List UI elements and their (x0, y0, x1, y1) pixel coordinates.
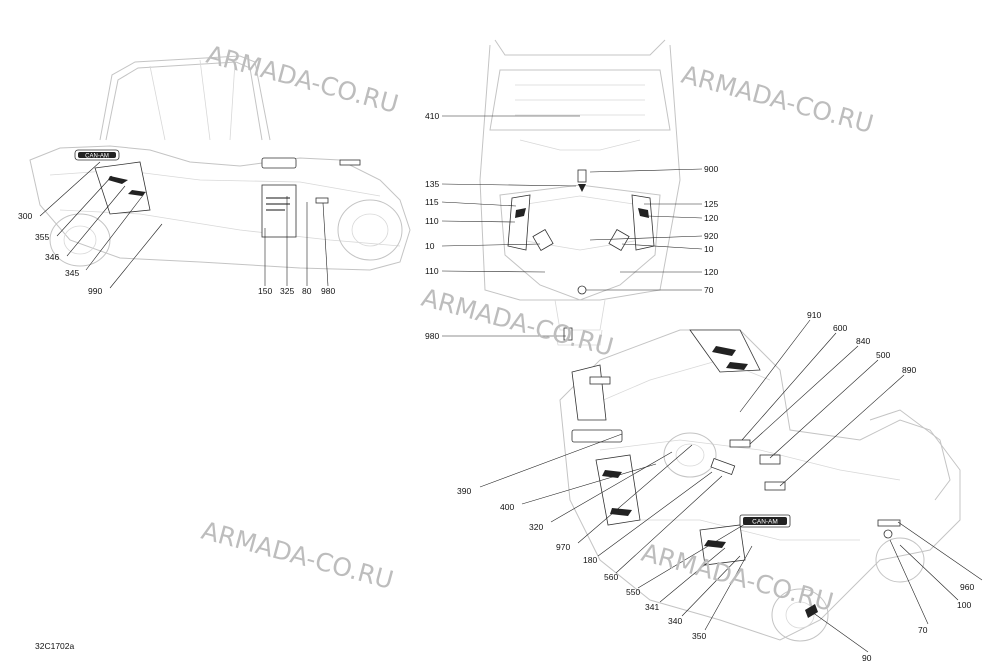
callout-label: 110 (425, 266, 439, 276)
callout-label: 355 (35, 232, 49, 242)
callout-label: 115 (425, 197, 439, 207)
hood-left-decal (507, 194, 531, 251)
callout-label: 840 (856, 336, 870, 346)
callout-label: 560 (604, 572, 618, 582)
callout-label: 346 (45, 252, 59, 262)
diagram-code: 32C1702a (35, 641, 75, 651)
callout-label: 300 (18, 211, 32, 221)
callout-label: 345 (65, 268, 79, 278)
callout-label: 980 (321, 286, 335, 296)
callout-label: 980 (425, 331, 439, 341)
callout-label: 90 (862, 653, 872, 663)
watermark-text: ARMADA-CO.RU (678, 60, 876, 139)
iso-dash-decal-1 (729, 439, 751, 448)
callout-label: 80 (302, 286, 312, 296)
watermark-text: ARMADA-CO.RU (198, 516, 396, 595)
iso-view-vehicle: CAN-AM (559, 329, 961, 642)
callout-label: 150 (258, 286, 272, 296)
callout-label: 120 (704, 213, 718, 223)
hood-right-stripe-decal (608, 229, 630, 251)
callout-label: 960 (960, 582, 974, 592)
callout-label: 970 (556, 542, 570, 552)
hood-right-decal (631, 194, 655, 251)
side-model-decal (261, 157, 297, 169)
callout-label: 325 (280, 286, 294, 296)
side-rear-decal (339, 159, 361, 166)
front-bumper-decal (563, 327, 573, 341)
side-small-decal (315, 197, 329, 204)
callout-label: 320 (529, 522, 543, 532)
callout-label: 890 (902, 365, 916, 375)
iso-front-side-decal (571, 364, 607, 421)
front-emblem (577, 285, 587, 295)
callout-label: 500 (876, 350, 890, 360)
callout-label: 400 (500, 502, 514, 512)
callout-label: 900 (704, 164, 718, 174)
iso-cargo-decal (764, 481, 786, 491)
callout-label: 125 (704, 199, 718, 209)
side-panel-decal (261, 184, 297, 238)
callout-label: 920 (704, 231, 718, 241)
callout-label: 390 (457, 486, 471, 496)
watermark-text: ARMADA-CO.RU (418, 283, 616, 362)
callout-label: 990 (88, 286, 102, 296)
iso-console-decal (710, 457, 736, 475)
callout-label: 180 (583, 555, 597, 565)
callout-label: 600 (833, 323, 847, 333)
callout-label: 100 (957, 600, 971, 610)
side-view-callouts: 300 355 346 345 990 150 325 80 980 (18, 161, 335, 296)
callout-label: 350 (692, 631, 706, 641)
callout-label: 10 (425, 241, 435, 251)
callout-label: 410 (425, 111, 439, 121)
iso-model-decal (571, 429, 623, 443)
side-view-vehicle: CAN-AM (29, 55, 411, 271)
iso-small-plate (589, 376, 611, 385)
iso-rear-strip-decal (877, 519, 901, 527)
callout-label: 120 (704, 267, 718, 277)
iso-dash-decal-2 (759, 454, 781, 465)
top-view-vehicle (479, 39, 681, 346)
watermark-text: ARMADA-CO.RU (203, 40, 401, 119)
top-view-callouts: 410 135 115 110 10 110 980 900 125 120 9… (425, 111, 718, 341)
iso-view-callouts: 910 600 840 500 890 390 400 320 970 180 … (457, 310, 983, 663)
iso-rear-emblem (883, 529, 893, 539)
callout-label: 550 (626, 587, 640, 597)
callout-label: 70 (918, 625, 928, 635)
top-small-decal (577, 169, 587, 183)
callout-label: 340 (668, 616, 682, 626)
callout-label: 110 (425, 216, 439, 226)
side-can-am-logo-text: CAN-AM (85, 154, 109, 160)
hood-left-stripe-decal (532, 229, 554, 251)
callout-label: 341 (645, 602, 659, 612)
callout-label: 135 (425, 179, 439, 189)
callout-label: 70 (704, 285, 714, 295)
callout-label: 910 (807, 310, 821, 320)
side-door-decal (94, 161, 151, 215)
callout-label: 10 (704, 244, 714, 254)
iso-can-am-logo-text: CAN-AM (752, 519, 778, 526)
